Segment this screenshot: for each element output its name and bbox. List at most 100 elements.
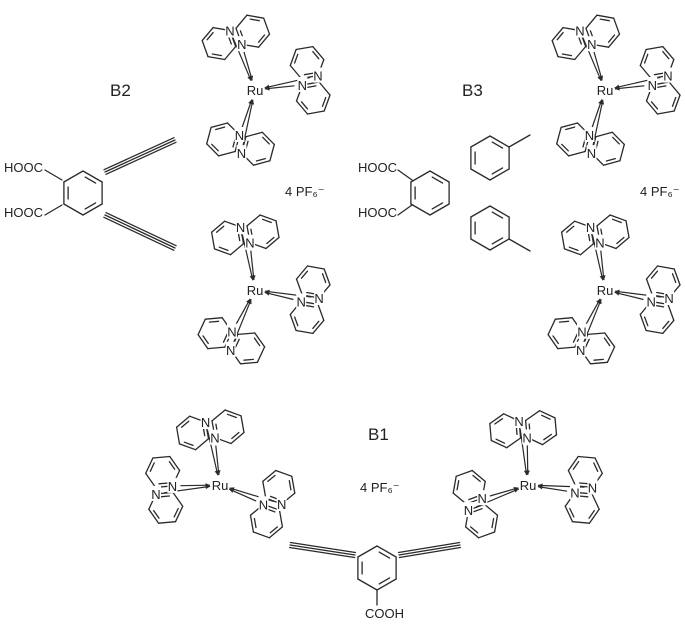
- b2-bottom-bpy0-ring-a-bond: [275, 220, 280, 239]
- b3-bottom-bpy1-n-ru-bond: [614, 291, 644, 301]
- b1-left-bpy2-ring-b-double-bond: [288, 480, 292, 491]
- b2-bottom-ru: Ru: [247, 283, 264, 298]
- b2-top-bpy2-ring-b-bond: [261, 131, 275, 146]
- b1-left-bpy2-ring-a-bond: [249, 514, 255, 533]
- b2-top-bpy0-ring-b-double-bond: [206, 31, 214, 41]
- b3-top-bpy1-ring-a-n-mask: [647, 77, 658, 92]
- b1-left-bpy2-ring-a-bond: [252, 531, 271, 539]
- b1-right-bpy1-ring-b-bond: [577, 455, 596, 459]
- b3-bottom-bpy0-ring-a-double-bond: [616, 236, 625, 245]
- b3-top-bpy1-arrow: [614, 84, 620, 89]
- b1-right-bpy2-ring-a-double-bond: [456, 480, 460, 491]
- b1-left-bpy0-ring-b-bond: [188, 415, 202, 422]
- b3-top-bpy1-ring-a-bond: [668, 81, 681, 96]
- b2-top-bpy0-ring-a-bond: [246, 14, 265, 19]
- b2-top-bpy2-ring-a-bond: [218, 150, 236, 157]
- b2-top-bpy1-ring-b-n: N: [313, 69, 322, 84]
- b3-top-bpy1-ring-b-bond: [645, 45, 664, 51]
- b2-bottom-bpy0-ring-b-bond: [229, 243, 245, 256]
- b3-bottom-bpy0-ring-a-bond: [603, 243, 617, 250]
- b1-left-bpy1-arrow: [205, 484, 211, 490]
- b2-bottom-bpy2-ring-a-double-bond: [208, 320, 220, 323]
- b1-alkyne-left: [289, 544, 356, 556]
- b3-top-bpy1-ring-a-double-bond: [671, 96, 677, 107]
- b3-phenyl-top-bond: [489, 168, 510, 181]
- b2-top-bpy0-ring-a-bond: [245, 44, 260, 48]
- b3-hooc-bottom: HOOC: [358, 205, 397, 220]
- b3-bottom-bpy1-ring-b-n: N: [664, 291, 673, 306]
- b3-core-ring-bond: [410, 170, 431, 183]
- b3-phenyl-bottom-bond: [489, 238, 510, 251]
- b2-bottom-bpy2-ring-a-bond: [207, 346, 226, 350]
- b2-top-bpy1-ring-a-bond: [295, 100, 309, 115]
- b1-right-bpy0-n-ru-bond: [519, 428, 528, 476]
- b3-bottom-bpy1-ring-b-bond: [645, 278, 653, 296]
- b1-core-ring-double-bond: [378, 577, 391, 585]
- b3-bottom-bpy0-ring-b-bond: [560, 220, 576, 233]
- b1-right-bpy1-ring-a-double-bond: [577, 495, 589, 498]
- b3-bottom-bpy2-arrow: [597, 299, 602, 305]
- b1-left-bpy2-ring-b-n-mask: [276, 496, 287, 511]
- b2-bottom-bpy2-ring-b-double-bond: [243, 358, 254, 361]
- b1-right-bpy1-ring-b-bond: [567, 469, 577, 487]
- b3-top-bpy2-ring-b-double-bond: [605, 157, 616, 162]
- b3-top-bpy2-ring-b-bond: [611, 131, 625, 146]
- b2-bottom-bpy2-ring-b-double-bond: [234, 338, 240, 349]
- b2-bottom-bpy0-ring-a-double-bond: [261, 218, 272, 224]
- b3-bottom-bpy1-ring-a-n: N: [647, 295, 656, 310]
- b2-top-bpy0-ring-b-double-bond: [211, 53, 223, 57]
- b2-bottom-bpy2-n-ru-bond: [235, 298, 251, 325]
- b3-bottom-bpy0-ring-b-bond: [579, 243, 595, 256]
- b1-alkyne-right-b: [398, 546, 462, 559]
- b1-left-bpy0-ring-b-n-mask: [200, 414, 211, 429]
- b3-bottom-bpy0-ring-b-double-bond: [565, 225, 575, 233]
- b3-top-bpy1-ring-a-bond: [645, 100, 659, 115]
- b1-left-bpy0-n-ru-bond: [215, 445, 220, 476]
- b2-top-ru-mask: [246, 82, 264, 97]
- b2-top-bpy2-n-ru-bond: [241, 99, 253, 128]
- b1-right-bpy2-ring-a-n-mask: [477, 490, 488, 506]
- b2-top-bpy2-n-ru-bond: [242, 99, 254, 146]
- b1-right-bpy2-ring-b-double-bond: [472, 508, 483, 513]
- b1-alkyne-left-c: [289, 541, 357, 554]
- b2-bottom-bpy0-ring-a-n-mask: [245, 234, 255, 250]
- b1-right-bpy0-ring-b-n-mask: [514, 413, 525, 428]
- b1-right-bpy0-ring-a-bond: [554, 417, 558, 436]
- b3-bottom-bpy2-ring-b-double-bond: [603, 337, 611, 347]
- b3-bottom-bpy2-ring-a-bond: [547, 333, 559, 350]
- b1-right-bpy2-ring-b-bond: [493, 514, 499, 533]
- b3-bottom-bpy1-ring-a-double-bond: [643, 316, 649, 327]
- b3-core-ring-double-bond: [431, 176, 444, 184]
- b3-top-bpy0-ring-b-n-mask: [574, 22, 585, 38]
- salt-b1: 4 PF₆⁻: [360, 480, 400, 495]
- b3-bottom-ru: Ru: [597, 283, 614, 298]
- b3-core-ring-bond: [429, 203, 450, 216]
- b3-bottom-bpy1-ring-a-bond: [639, 313, 647, 332]
- b1-right-bpy0-ring-a-bond: [538, 410, 556, 419]
- b3-top-bpy2-arrow: [599, 99, 605, 105]
- b1-right-bpy0-ring-a-bond: [524, 410, 541, 422]
- b2-bottom-bpy0-ring-b-bond: [213, 248, 232, 256]
- b1-right-bpy2-arrow: [513, 488, 519, 493]
- b3-top-bpy1-ring-a-double-bond: [656, 85, 667, 89]
- b2-bottom-bpy2-ring-a-n-mask: [227, 323, 237, 339]
- b1-left-bpy0-ring-b-bond: [194, 438, 210, 451]
- b1-left-bpy1-ring-a-double-bond: [158, 482, 169, 485]
- b2-alkyne-top: [104, 139, 176, 173]
- b2-bottom-bpy0-arrow: [249, 275, 254, 281]
- b3-top-bpy0-ring-a-double-bond: [607, 34, 616, 43]
- b3-bottom-bpy1-ring-a-double-bond: [662, 320, 670, 330]
- b3-top-bpy1-ring-b-double-bond: [662, 50, 670, 60]
- b3-bottom-bpy0-ring-b-double-bond: [568, 246, 579, 252]
- b2-top-bpy0-ring-b-bond: [207, 55, 226, 61]
- b3-top-bpy1-ring-b-n: N: [663, 69, 672, 84]
- b3-bottom-bpy1-ring-b-bond: [656, 265, 675, 270]
- b1-right-bpy0-ring-b-bond: [503, 413, 516, 420]
- b2-bottom-bpy0-ring-a-bond: [246, 214, 261, 227]
- b2-alkyne-top-b: [105, 141, 177, 175]
- b3-top-bpy0-ring-a-double-bond: [599, 18, 610, 22]
- label-b2: B2: [110, 81, 131, 100]
- b3-hooc-top: HOOC: [358, 160, 397, 175]
- b1-right-bpy0-ring-b-double-bond: [495, 438, 506, 444]
- b1-right-ru: Ru: [520, 478, 537, 493]
